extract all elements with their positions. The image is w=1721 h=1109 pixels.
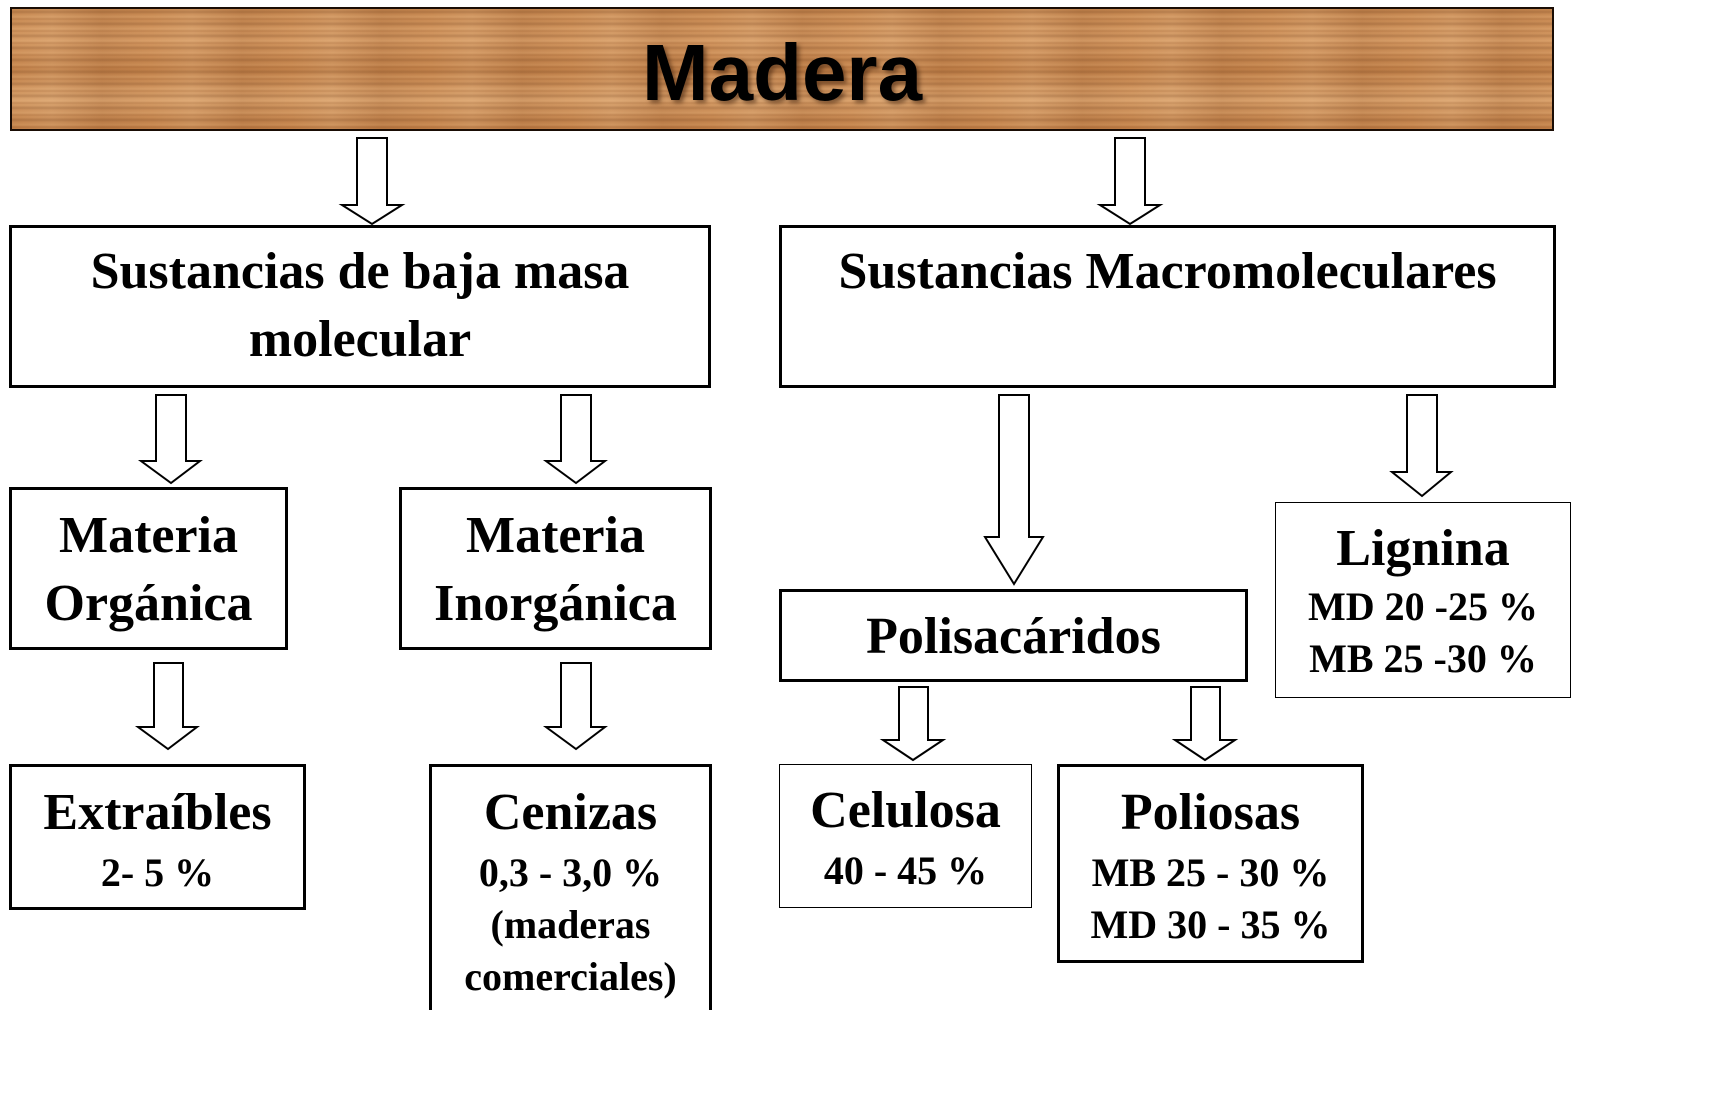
arrow-down-icon <box>983 394 1045 586</box>
arrow-down-icon <box>1096 137 1164 226</box>
extractives-title: Extraíbles <box>43 784 272 841</box>
inorganic-line1: Materia <box>465 507 645 564</box>
organic-line2: Orgánica <box>44 575 253 632</box>
cellulose-box: Celulosa 40 - 45 % <box>779 764 1032 908</box>
ashes-box: Cenizas 0,3 - 3,0 % (maderas comerciales… <box>429 764 712 1010</box>
organic-matter-box: Materia Orgánica <box>9 487 288 650</box>
low-mass-line1: Sustancias de baja masa <box>90 243 630 300</box>
arrow-down-icon <box>542 662 608 751</box>
arrow-down-icon <box>542 394 608 485</box>
arrow-down-icon <box>1389 394 1454 498</box>
polysaccharides-title: Polisacáridos <box>866 608 1161 665</box>
extractives-value: 2- 5 % <box>100 850 215 895</box>
lignin-line1: MD 20 -25 % <box>1308 584 1538 629</box>
inorganic-line2: Inorgánica <box>434 575 677 632</box>
polyoses-line1: MB 25 - 30 % <box>1091 850 1330 895</box>
arrow-down-icon <box>137 394 203 485</box>
flow-arrows <box>134 137 1454 762</box>
extractives-box: Extraíbles 2- 5 % <box>9 764 306 910</box>
wood-title-banner: Madera <box>10 7 1554 131</box>
polyoses-box: Poliosas MB 25 - 30 % MD 30 - 35 % <box>1057 764 1364 963</box>
arrow-down-icon <box>879 686 947 762</box>
cellulose-value: 40 - 45 % <box>823 848 988 893</box>
polysaccharides-box: Polisacáridos <box>779 589 1248 682</box>
lignin-line2: MB 25 -30 % <box>1309 636 1537 681</box>
diagram-title: Madera <box>641 28 923 117</box>
macromolecular-title: Sustancias Macromoleculares <box>838 243 1497 300</box>
ashes-note2: comerciales) <box>464 954 677 999</box>
polyoses-line2: MD 30 - 35 % <box>1090 902 1331 947</box>
low-mass-line2: molecular <box>248 311 472 368</box>
polyoses-title: Poliosas <box>1120 784 1301 841</box>
ashes-note1: (maderas <box>490 902 651 947</box>
low-mass-substances-box: Sustancias de baja masa molecular <box>9 225 711 388</box>
ashes-title: Cenizas <box>483 784 658 841</box>
inorganic-matter-box: Materia Inorgánica <box>399 487 712 650</box>
lignin-title: Lignina <box>1336 520 1510 577</box>
organic-line1: Materia <box>58 507 238 564</box>
arrow-down-icon <box>1171 686 1239 762</box>
arrow-down-icon <box>134 662 200 751</box>
ashes-value: 0,3 - 3,0 % <box>478 850 663 895</box>
arrow-down-icon <box>338 137 406 226</box>
cellulose-title: Celulosa <box>810 782 1001 839</box>
macromolecular-substances-box: Sustancias Macromoleculares <box>779 225 1556 388</box>
lignin-box: Lignina MD 20 -25 % MB 25 -30 % <box>1275 502 1571 698</box>
